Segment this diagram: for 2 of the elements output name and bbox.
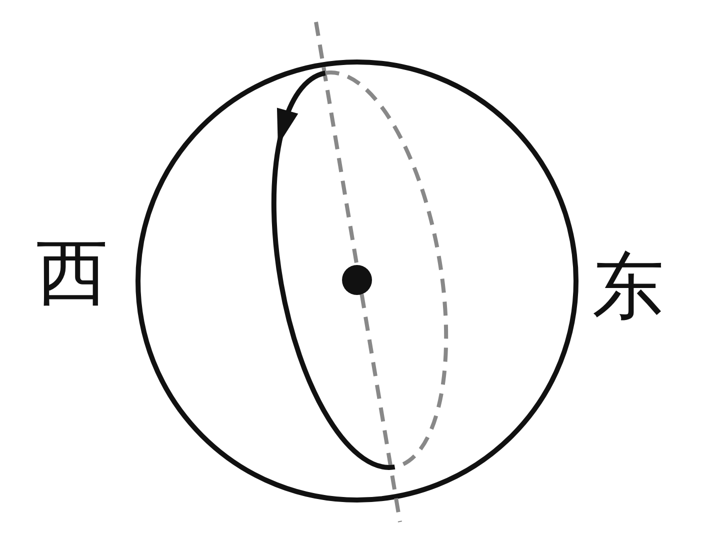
- direction-label: 东: [592, 250, 664, 322]
- direction-label: 西: [36, 236, 108, 308]
